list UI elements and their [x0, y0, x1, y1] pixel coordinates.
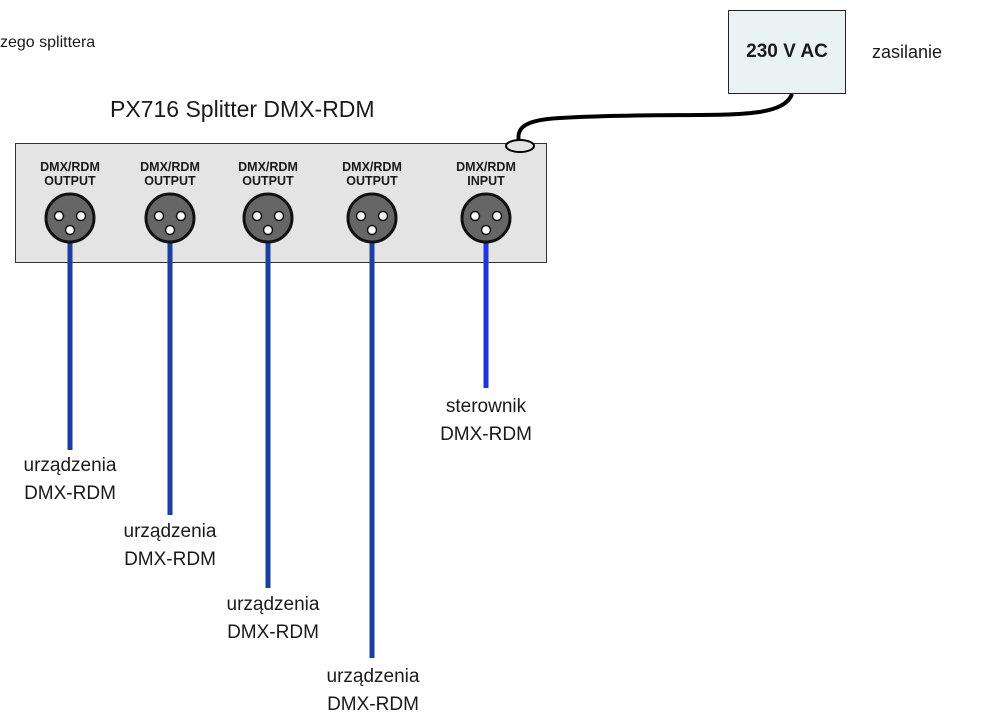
port-label-output-1: DMX/RDM OUTPUT: [25, 160, 115, 188]
port-type-label: DMX/RDM: [40, 160, 100, 174]
device-label-1: urządzenia DMX-RDM: [0, 452, 140, 508]
cable-grommet: [505, 139, 535, 153]
note-text: zego splittera: [0, 34, 96, 51]
device-label-line2: DMX-RDM: [24, 483, 116, 504]
device-label-4: urządzenia DMX-RDM: [303, 663, 443, 719]
power-caption: zasilanie: [872, 42, 943, 62]
port-type-label: DMX/RDM: [238, 160, 298, 174]
xlr-connector-output-1: [44, 192, 96, 244]
port-type-label: DMX/RDM: [140, 160, 200, 174]
device-label-3: urządzenia DMX-RDM: [203, 591, 343, 647]
controller-label-line2: DMX-RDM: [440, 424, 532, 445]
port-direction-label: OUTPUT: [144, 174, 196, 188]
xlr-connector-output-2: [144, 192, 196, 244]
port-label-output-4: DMX/RDM OUTPUT: [327, 160, 417, 188]
port-label-input: DMX/RDM INPUT: [441, 160, 531, 188]
device-label-line1: urządzenia: [23, 455, 117, 476]
port-label-output-2: DMX/RDM OUTPUT: [125, 160, 215, 188]
port-direction-label: OUTPUT: [242, 174, 294, 188]
xlr-connector-output-4: [346, 192, 398, 244]
power-supply-box: 230 V AC: [728, 10, 846, 94]
device-label-2: urządzenia DMX-RDM: [100, 518, 240, 574]
port-type-label: DMX/RDM: [342, 160, 402, 174]
device-label-line2: DMX-RDM: [327, 694, 419, 715]
port-direction-label: OUTPUT: [346, 174, 398, 188]
port-direction-label: OUTPUT: [44, 174, 96, 188]
splitter-title: PX716 Splitter DMX-RDM: [110, 96, 375, 122]
controller-label: sterownik DMX-RDM: [416, 393, 556, 449]
power-supply-label: 230 V AC: [746, 41, 828, 62]
device-label-line1: urządzenia: [123, 521, 217, 542]
device-label-line2: DMX-RDM: [124, 549, 216, 570]
device-label-line1: urządzenia: [326, 666, 420, 687]
device-label-line2: DMX-RDM: [227, 622, 319, 643]
power-cable: [516, 93, 794, 147]
xlr-connector-input: [460, 192, 512, 244]
xlr-connector-output-3: [242, 192, 294, 244]
port-label-output-3: DMX/RDM OUTPUT: [223, 160, 313, 188]
port-type-label: DMX/RDM: [456, 160, 516, 174]
device-label-line1: urządzenia: [226, 594, 320, 615]
controller-label-line1: sterownik: [445, 396, 527, 417]
port-direction-label: INPUT: [467, 174, 505, 188]
